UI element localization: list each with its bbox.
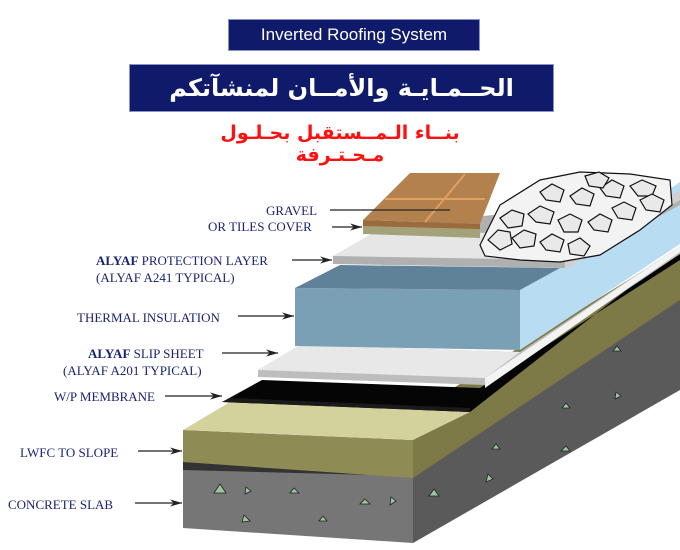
label-concrete-slab: CONCRETE SLAB [8, 497, 114, 512]
label-protection-layer: ALYAF PROTECTION LAYER [96, 253, 268, 268]
label-slip-sheet-type: (ALYAF A201 TYPICAL) [63, 363, 202, 378]
label-lwfc: LWFC TO SLOPE [20, 445, 119, 460]
lwfc-layer [183, 248, 680, 478]
membrane-layer [222, 248, 680, 412]
label-tiles-cover: OR TILES COVER [208, 219, 312, 234]
diagram-title: Inverted Roofing System [260, 25, 448, 44]
arabic-subtitle: بنــاء الـمــستقبل بحـلـول مـحـتـرفة [220, 122, 460, 166]
tiles-cover-layer [363, 173, 500, 238]
label-slip-sheet: ALYAF SLIP SHEET [88, 346, 204, 361]
title-banner: Inverted Roofing System [228, 19, 480, 51]
label-protection-type: (ALYAF A241 TYPICAL) [96, 270, 235, 285]
gravel-pile [479, 171, 673, 263]
label-gravel: GRAVEL [266, 203, 318, 218]
arabic-banner: الحــمـايـة والأمــان لمنشآتكم [129, 64, 554, 112]
label-wp-membrane: W/P MEMBRANE [54, 389, 155, 404]
concrete-slab-layer [183, 300, 680, 543]
slip-sheet-layer [258, 246, 680, 388]
leader-lines [135, 209, 450, 507]
brand-alyaf: ALYAF [88, 346, 131, 361]
label-thermal-insulation: THERMAL INSULATION [77, 310, 220, 325]
brand-alyaf: ALYAF [96, 253, 139, 268]
arabic-slogan: الحــمـايـة والأمــان لمنشآتكم [169, 74, 514, 102]
